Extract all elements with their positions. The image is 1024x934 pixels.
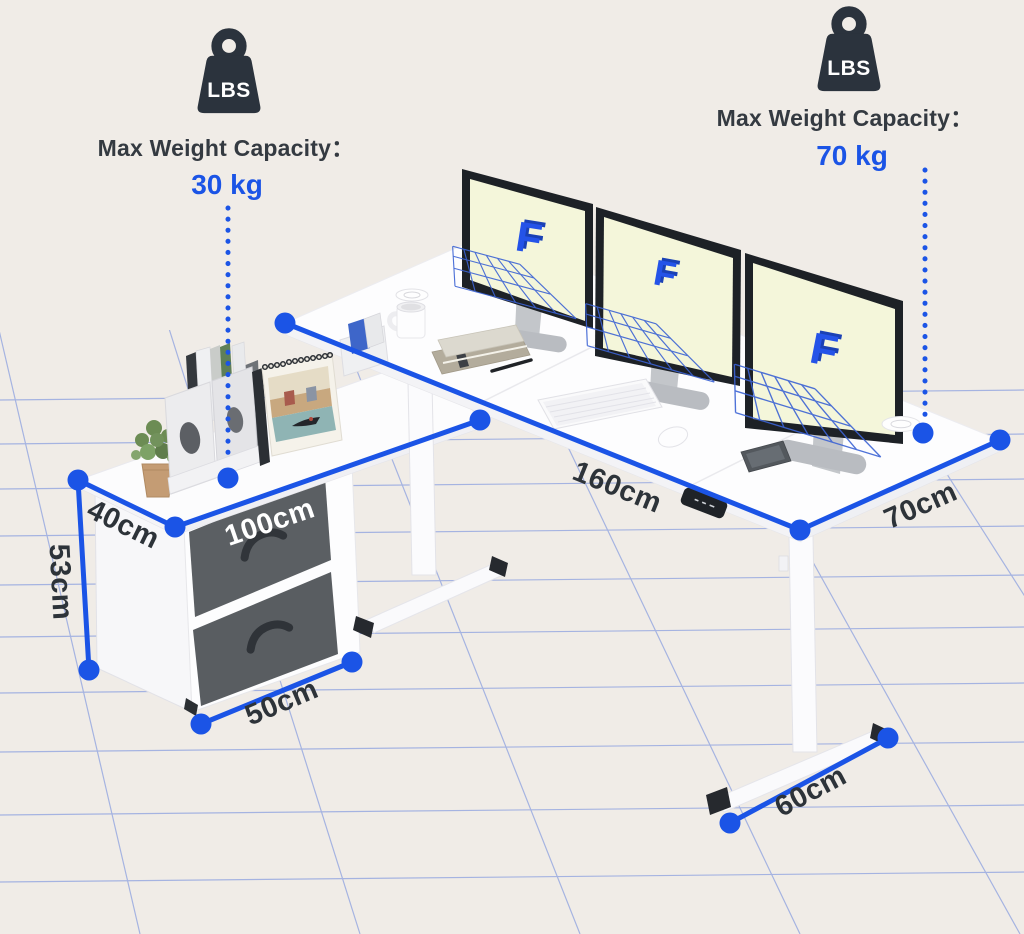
desk-right-leg xyxy=(706,535,890,815)
lbs-icon-label: LBS xyxy=(207,79,251,103)
max-weight-title-right: Max Weight Capacity： xyxy=(716,105,974,131)
weight-icon-left: LBS xyxy=(188,27,270,119)
lbs-icon-label: LBS xyxy=(827,57,871,81)
dimension-lines xyxy=(75,167,1003,826)
magazine-file-organizer xyxy=(164,341,262,495)
weight-icon-right: LBS xyxy=(808,5,890,97)
drawer-cabinet xyxy=(94,463,361,716)
monitor-center xyxy=(573,207,741,410)
book-stand-back xyxy=(339,312,389,377)
desk-accessories xyxy=(387,288,921,473)
desk-left-leg xyxy=(353,381,508,638)
max-weight-title-left: Max Weight Capacity： xyxy=(97,135,355,161)
max-weight-value-left: 30 kg xyxy=(191,169,263,200)
monitor-left xyxy=(442,169,593,353)
height-controller xyxy=(680,487,728,519)
monitor-right xyxy=(720,253,903,475)
dimension-label-cabinet-height: 53cm xyxy=(42,543,79,621)
desk-calendar xyxy=(252,351,343,466)
max-weight-value-right: 70 kg xyxy=(816,140,888,171)
dimension-endpoints xyxy=(67,312,1011,834)
